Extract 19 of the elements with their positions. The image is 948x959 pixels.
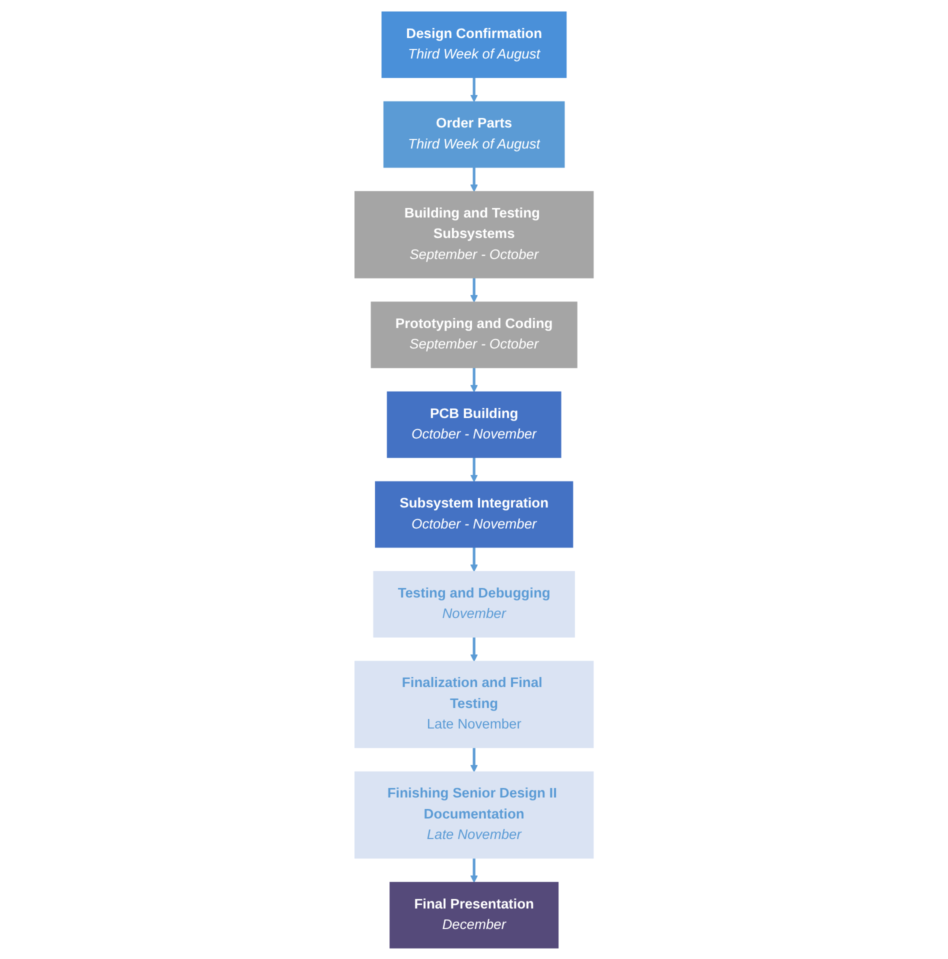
- node-box: Final Presentation December: [390, 881, 558, 948]
- node-box: Subsystem Integration October - November: [374, 480, 574, 548]
- arrow: [470, 457, 478, 482]
- arrow: [470, 546, 478, 572]
- arrow: [470, 166, 478, 192]
- node-box: PCB Building October - November: [386, 390, 562, 458]
- arrow: [470, 858, 478, 882]
- arrow: [470, 367, 478, 392]
- node-box: Prototyping and Coding September - October: [370, 301, 578, 368]
- arrow: [470, 77, 478, 102]
- node-box: Finalization and Final Testing Late November: [354, 660, 594, 748]
- node-box: Building and Testing Subsystems September - October: [354, 190, 594, 278]
- node-box: Design Confirmation Third Week of August: [381, 11, 567, 78]
- node-box: Order Parts Third Week of August: [383, 100, 565, 168]
- node-box: Finishing Senior Design II Documentation Late November: [354, 770, 594, 858]
- arrow: [470, 747, 478, 772]
- arrow: [470, 636, 478, 662]
- node-box: Testing and Debugging November: [373, 570, 575, 638]
- arrow: [470, 277, 478, 302]
